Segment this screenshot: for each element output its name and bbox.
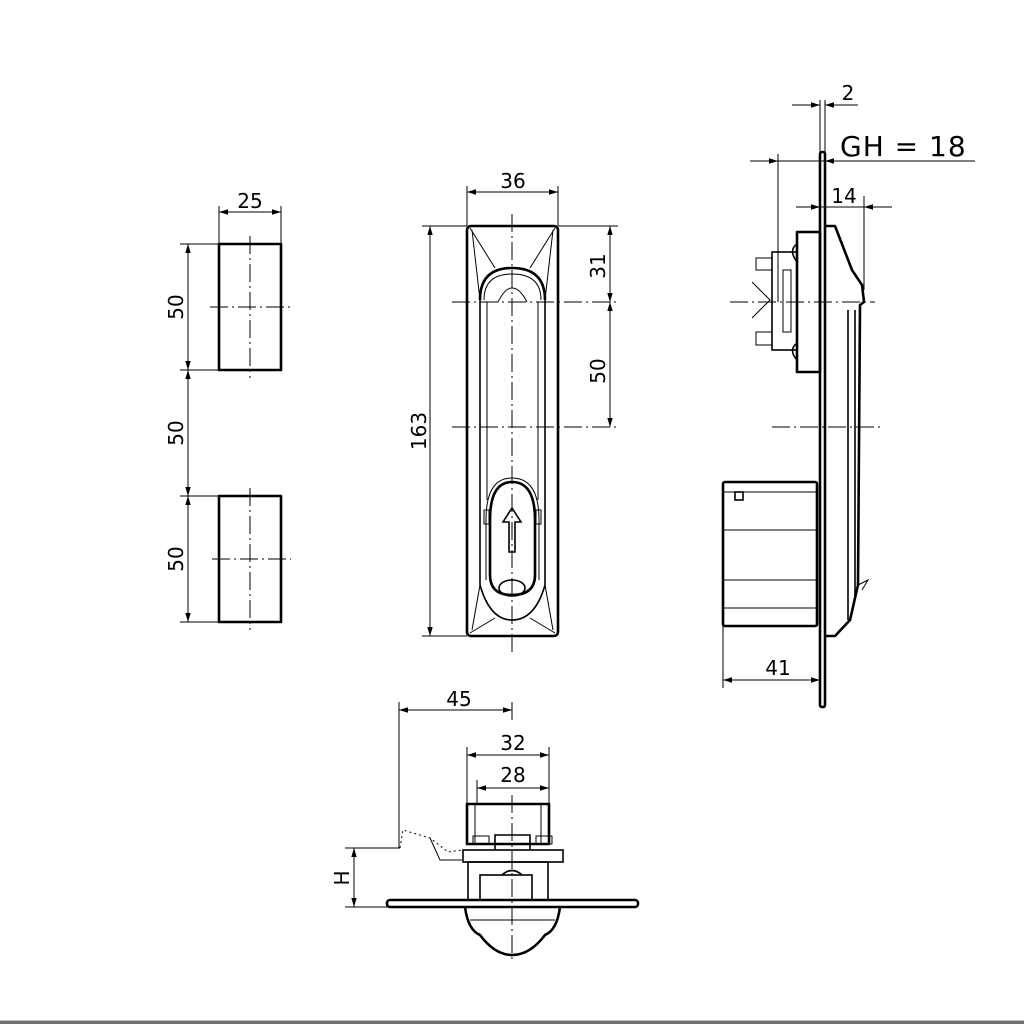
dim-handle-width: 36 xyxy=(500,169,525,193)
lock-housing xyxy=(721,480,819,628)
dim-handle-depth: 14 xyxy=(831,184,856,208)
dim-cutout-height-bottom: 50 xyxy=(164,546,188,571)
front-view: 36 163 31 50 xyxy=(407,169,618,652)
dim-inner-width: 28 xyxy=(500,763,525,787)
dim-height-h: H xyxy=(330,870,354,885)
grip-height-label: GH = 18 xyxy=(840,130,967,163)
side-view: 2 GH = 18 14 41 xyxy=(721,81,975,709)
door-panel xyxy=(818,150,827,709)
dim-top-to-center: 31 xyxy=(586,253,610,278)
cutout-view: 25 50 50 50 xyxy=(164,189,291,630)
dim-cutout-height-top: 50 xyxy=(164,294,188,319)
dim-swing-length: 45 xyxy=(446,687,471,711)
dim-center-spacing: 50 xyxy=(586,358,610,383)
dim-cutout-spacing: 50 xyxy=(164,420,188,445)
bottom-view: 45 32 28 H xyxy=(330,687,640,960)
bottom-border xyxy=(0,1020,1024,1024)
dim-door-thickness: 2 xyxy=(842,81,855,105)
dim-body-depth: 41 xyxy=(765,656,790,680)
dim-housing-width: 32 xyxy=(500,731,525,755)
dim-cutout-width: 25 xyxy=(237,189,262,213)
housing-body xyxy=(465,802,551,846)
dim-handle-height: 163 xyxy=(407,412,431,450)
